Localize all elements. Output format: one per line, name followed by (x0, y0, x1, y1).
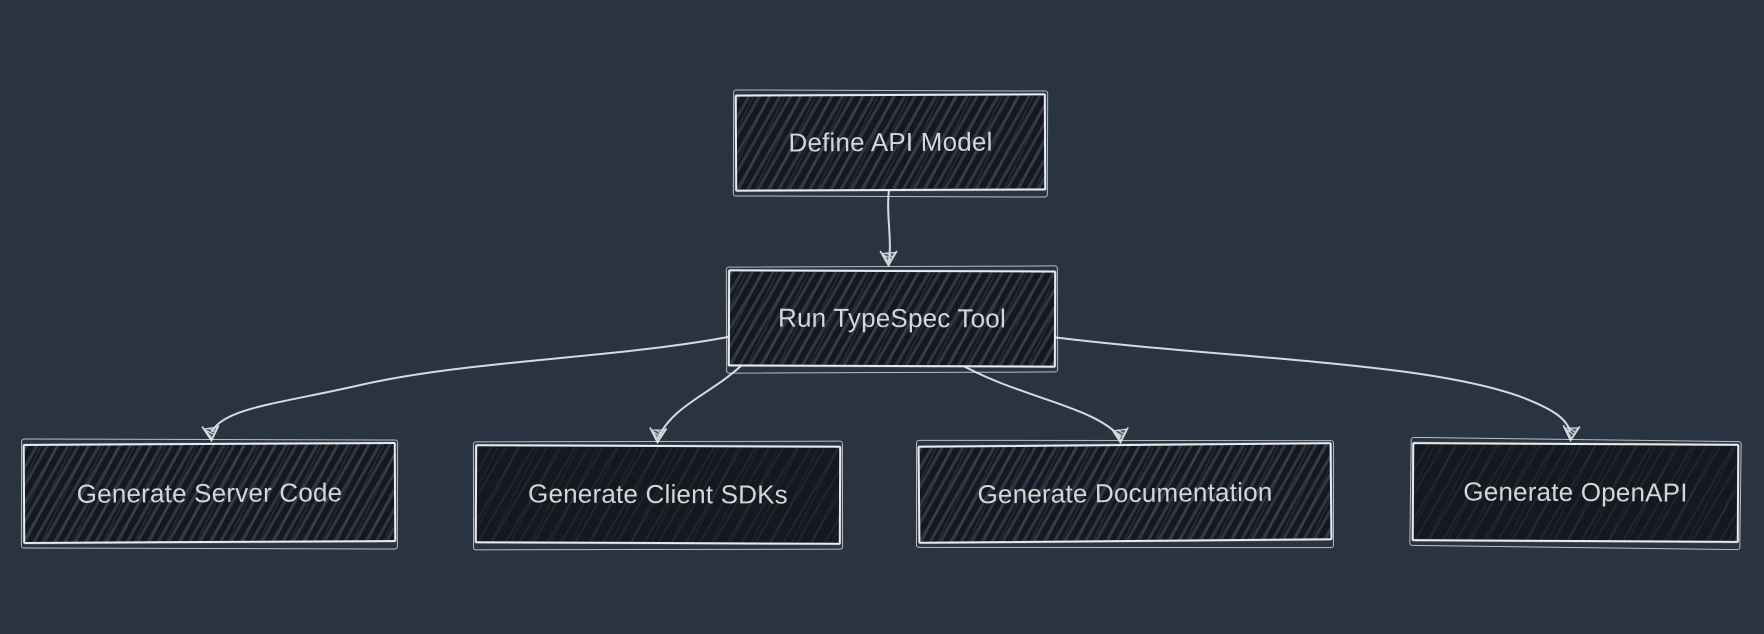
node-run-typespec-tool: Run TypeSpec Tool (727, 269, 1057, 368)
edge-run-to-docs (957, 362, 1121, 438)
node-generate-client-sdks: Generate Client SDKs (474, 444, 842, 545)
node-define-api-model: Define API Model (734, 93, 1047, 192)
arrowhead-icon (201, 425, 221, 442)
arrowhead-icon (648, 427, 668, 444)
edge-run-to-sdks (657, 362, 745, 439)
node-label: Define API Model (788, 126, 993, 158)
edge-run-to-openapi (1051, 336, 1571, 432)
node-label: Generate OpenAPI (1463, 476, 1688, 508)
edge-define-to-run (887, 188, 891, 262)
node-generate-openapi: Generate OpenAPI (1411, 442, 1740, 543)
node-label: Generate Server Code (76, 476, 343, 509)
node-label: Generate Documentation (977, 476, 1273, 509)
edge-run-to-server (211, 336, 729, 432)
arrowhead-icon (879, 250, 898, 267)
node-generate-documentation: Generate Documentation (917, 442, 1333, 544)
arrowhead-icon (1110, 427, 1130, 444)
node-generate-server-code: Generate Server Code (22, 442, 397, 544)
node-label: Run TypeSpec Tool (777, 302, 1007, 334)
arrowhead-icon (1561, 425, 1581, 442)
node-label: Generate Client SDKs (528, 478, 788, 510)
